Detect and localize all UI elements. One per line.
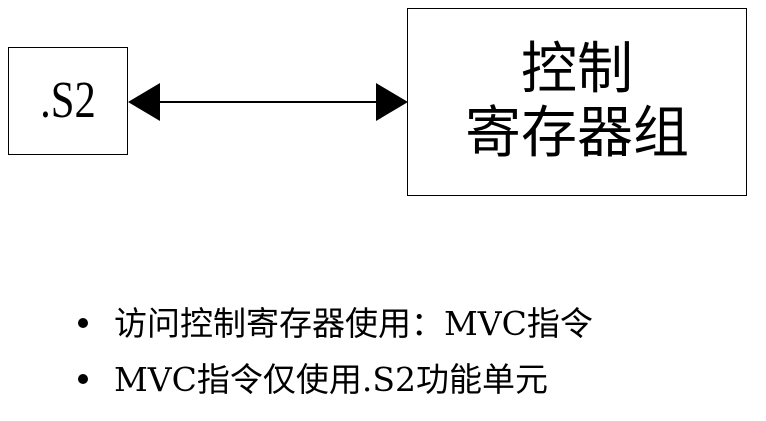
bullet-item: MVC指令仅使用.S2功能单元 [78, 352, 593, 408]
register-label-line2: 寄存器组 [465, 101, 689, 166]
bullet-dot-icon [78, 374, 88, 384]
bullet-text: MVC指令仅使用.S2功能单元 [114, 360, 548, 399]
bullet-list: 访问控制寄存器使用：MVC指令 MVC指令仅使用.S2功能单元 [78, 296, 593, 408]
bidirectional-arrow [128, 83, 408, 121]
bullet-dot-icon [78, 318, 88, 328]
bullet-text: 访问控制寄存器使用：MVC指令 [114, 304, 593, 343]
register-label-line1: 控制 [521, 36, 633, 102]
bullet-item: 访问控制寄存器使用：MVC指令 [78, 296, 593, 352]
arrow-head-left [128, 83, 160, 121]
s2-unit-box: .S2 [8, 47, 128, 155]
control-register-box: 控制 寄存器组 [407, 8, 747, 196]
s2-unit-label: .S2 [40, 72, 96, 129]
arrow-head-right [376, 83, 408, 121]
